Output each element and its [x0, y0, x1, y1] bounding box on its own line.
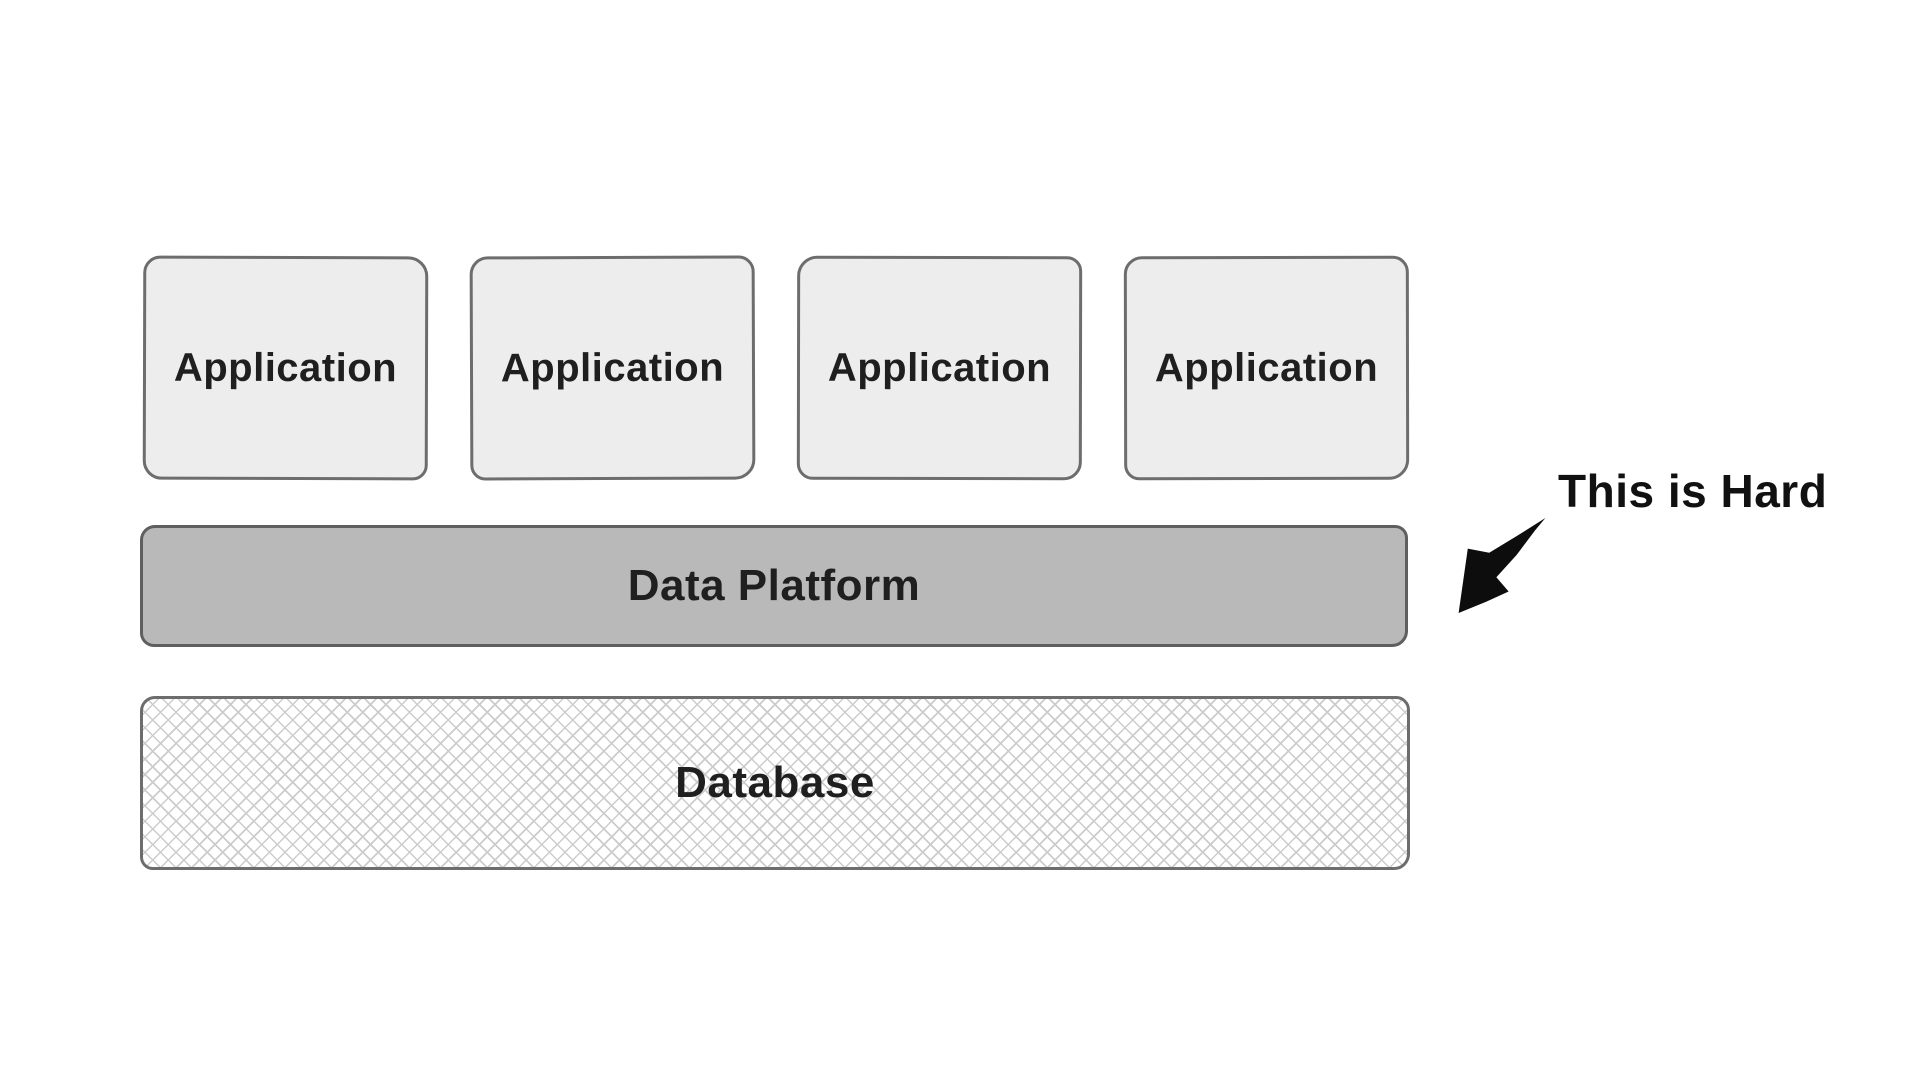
application-box-label: Application [500, 345, 725, 390]
hand-drawn-arrow-icon [1455, 518, 1550, 616]
annotation-text: This is Hard [1558, 465, 1828, 517]
database-box: Database [140, 696, 1410, 870]
application-box-label: Application [827, 345, 1052, 390]
application-box-2: Application [469, 255, 756, 481]
application-box-label: Application [173, 345, 398, 390]
application-box-label: Application [1154, 345, 1379, 390]
database-label: Database [675, 758, 875, 807]
application-box-1: Application [142, 255, 429, 481]
application-box-3: Application [796, 255, 1083, 481]
application-layer-row: Application Application Application Appl… [142, 255, 1410, 481]
data-platform-box: Data Platform [140, 525, 1408, 647]
data-platform-label: Data Platform [627, 561, 921, 610]
application-box-4: Application [1123, 255, 1410, 481]
